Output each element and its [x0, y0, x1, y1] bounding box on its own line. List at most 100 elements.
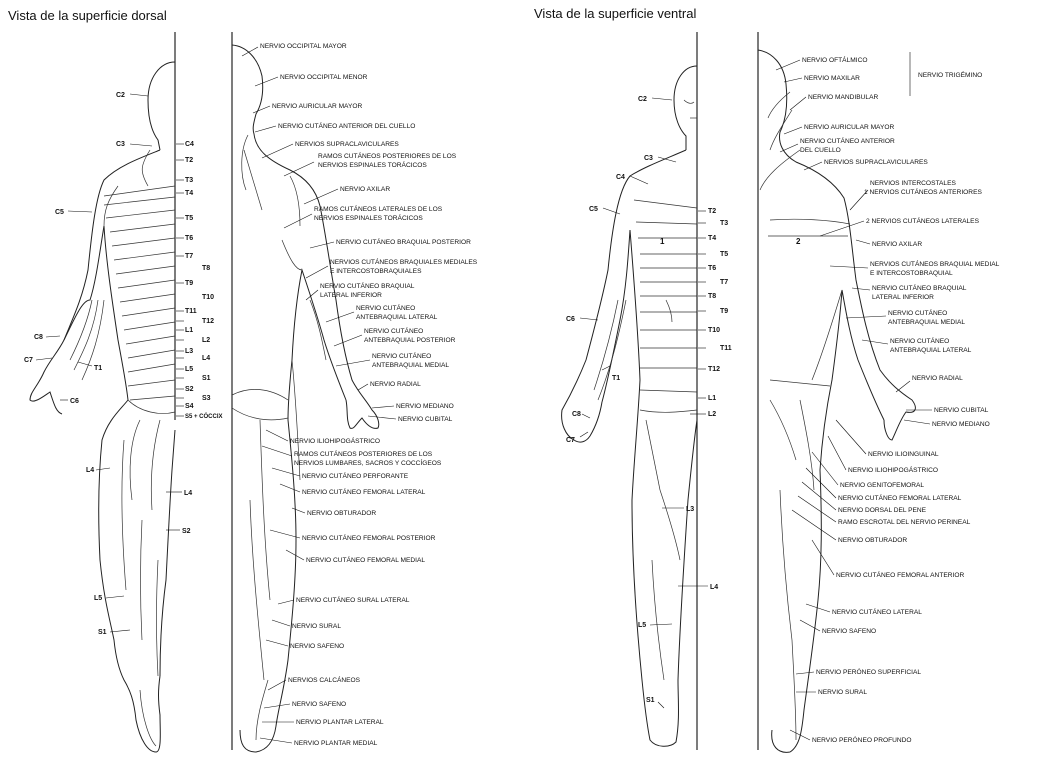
- dorsal-dermatome-label: C2: [116, 92, 125, 99]
- dorsal-body-outline: [30, 32, 232, 752]
- dorsal-dermatome-label: C4: [185, 141, 194, 148]
- dorsal-nerve-label: NERVIO OCCIPITAL MENOR: [280, 74, 368, 81]
- ventral-nerve-label: NERVIO ILIOHIPOGÁSTRICO: [848, 465, 938, 474]
- dorsal-dermatome-label: S4: [185, 403, 194, 410]
- dorsal-nerve-label: NERVIOS CUTÁNEOS BRAQUIALES MEDIALES: [330, 257, 478, 266]
- dorsal-nerve-label: NERVIOS ESPINALES TORÁCICOS: [318, 160, 427, 169]
- ventral-dermatome-label: C5: [589, 206, 598, 213]
- dorsal-dermatome-label: C7: [24, 357, 33, 364]
- dorsal-nerve-label: NERVIO PLANTAR LATERAL: [296, 719, 384, 726]
- dorsal-nerve-label: LATERAL INFERIOR: [320, 292, 382, 299]
- dorsal-nerve-label: NERVIO CUTÁNEO: [364, 326, 423, 335]
- ventral-nerve-label: NERVIO SAFENO: [822, 628, 876, 635]
- dorsal-nerve-label: NERVIO CUTÁNEO BRAQUIAL: [320, 281, 415, 290]
- ventral-dermatome-label: T10: [708, 327, 720, 334]
- ventral-dermatome-label: T11: [720, 345, 732, 352]
- dorsal-leader-lines: [242, 47, 396, 743]
- dorsal-nerve-label: NERVIOS LUMBARES, SACROS Y COCCÍGEOS: [294, 458, 442, 467]
- ventral-markers: 1 2: [660, 237, 801, 246]
- dorsal-dermatome-label: C6: [70, 398, 79, 405]
- ventral-nerve-label: NERVIO AURICULAR MAYOR: [804, 124, 894, 131]
- dorsal-dermatome-label: C8: [34, 334, 43, 341]
- dorsal-nerve-label: NERVIO AURICULAR MAYOR: [272, 103, 362, 110]
- ventral-nerve-label: NERVIO ILIOINGUINAL: [868, 451, 939, 458]
- ventral-nerve-label: NERVIO TRIGÉMINO: [918, 70, 982, 79]
- ventral-dermatome-label: T5: [720, 251, 728, 258]
- ventral-nerve-label: ANTEBRAQUIAL LATERAL: [890, 347, 972, 354]
- dorsal-dermatome-label: L5: [185, 366, 193, 373]
- dorsal-dermatome-label: T10: [202, 294, 214, 301]
- ventral-dermatome-label: L1: [708, 395, 716, 402]
- ventral-leader-lines: [776, 52, 932, 740]
- ventral-dermatome-label: T1: [612, 375, 620, 382]
- dorsal-nerve-labels: NERVIO OCCIPITAL MAYOR NERVIO OCCIPITAL …: [260, 43, 478, 747]
- dorsal-nerve-label: ANTEBRAQUIAL LATERAL: [356, 314, 438, 321]
- ventral-nerve-label: NERVIO CUTÁNEO: [888, 308, 947, 317]
- ventral-nerve-label: NERVIO OBTURADOR: [838, 537, 907, 544]
- ventral-nerve-label: NERVIO GENITOFEMORAL: [840, 482, 924, 489]
- ventral-nerve-label: NERVIO OFTÁLMICO: [802, 55, 867, 64]
- dorsal-nerve-label: ANTEBRAQUIAL POSTERIOR: [364, 337, 456, 344]
- ventral-nerve-label: NERVIO MEDIANO: [932, 421, 990, 428]
- ventral-nerve-label: NERVIO CUBITAL: [934, 407, 989, 414]
- ventral-nerve-label: NERVIO AXILAR: [872, 241, 922, 248]
- dorsal-dermatome-label: T3: [185, 177, 193, 184]
- dorsal-nerve-label: NERVIO SAFENO: [292, 701, 346, 708]
- ventral-nerve-label: NERVIO CUTÁNEO ANTERIOR: [800, 136, 895, 145]
- dorsal-nerve-label: NERVIO SURAL: [292, 623, 341, 630]
- dorsal-dermatome-label: L4: [184, 490, 192, 497]
- dorsal-dermatome-label: T4: [185, 190, 193, 197]
- ventral-dermatome-label: C6: [566, 316, 575, 323]
- dorsal-nerve-label: RAMOS CUTÁNEOS POSTERIORES DE LOS: [294, 449, 433, 458]
- dorsal-dermatome-label: S2: [185, 386, 194, 393]
- dorsal-nerve-label: NERVIO OBTURADOR: [307, 510, 376, 517]
- dorsal-nerve-label: NERVIO CUTÁNEO FEMORAL POSTERIOR: [302, 533, 436, 542]
- dorsal-dermatome-label: L3: [185, 348, 193, 355]
- dorsal-nerve-label: NERVIO CUTÁNEO BRAQUIAL POSTERIOR: [336, 237, 471, 246]
- ventral-nerve-label: NERVIO CUTÁNEO FEMORAL ANTERIOR: [836, 570, 964, 579]
- dorsal-nerve-label: E INTERCOSTOBRAQUIALES: [330, 268, 422, 275]
- ventral-nerve-label: NERVIOS CUTÁNEOS BRAQUIAL MEDIAL: [870, 259, 1000, 268]
- dorsal-nerve-label: NERVIO CUTÁNEO SURAL LATERAL: [296, 595, 410, 604]
- dorsal-nerve-label: NERVIO OCCIPITAL MAYOR: [260, 43, 347, 50]
- ventral-nerve-label: NERVIO CUTÁNEO BRAQUIAL: [872, 283, 967, 292]
- ventral-dermatome-label: S1: [646, 697, 655, 704]
- dorsal-nerve-label: NERVIO CUTÁNEO FEMORAL MEDIAL: [306, 555, 425, 564]
- dorsal-dermatome-label: T2: [185, 157, 193, 164]
- dorsal-dermatome-label: L1: [185, 327, 193, 334]
- dorsal-nerve-label: NERVIOS CALCÁNEOS: [288, 675, 361, 684]
- ventral-nerve-label: LATERAL INFERIOR: [872, 294, 934, 301]
- ventral-dermatome-label: T4: [708, 235, 716, 242]
- ventral-dermatome-label: L4: [710, 584, 718, 591]
- ventral-dermatome-label: T8: [708, 293, 716, 300]
- dorsal-nerve-label: NERVIO CUTÁNEO: [372, 351, 431, 360]
- ventral-dermatome-labels: C2 C3 C4 C5 T2 T3 T4 T5 T6 T7 T8 T9 C6 T…: [566, 96, 732, 704]
- dorsal-dermatome-label: L4: [202, 355, 210, 362]
- dorsal-nerve-label: NERVIOS ESPINALES TORÁCICOS: [314, 213, 423, 222]
- dorsal-nerve-label: NERVIO SAFENO: [290, 643, 344, 650]
- dorsal-dermatome-label: T5: [185, 215, 193, 222]
- dorsal-dermatome-label: L5: [94, 595, 102, 602]
- ventral-nerve-label: NERVIOS INTERCOSTALES: [870, 180, 956, 187]
- ventral-dermatome-label: T6: [708, 265, 716, 272]
- ventral-nerve-label: 1 NERVIOS CUTÁNEOS ANTERIORES: [864, 187, 982, 196]
- dorsal-dermatome-label: T9: [185, 280, 193, 287]
- ventral-dermatome-label: T2: [708, 208, 716, 215]
- dorsal-dermatome-label: T7: [185, 253, 193, 260]
- ventral-dermatome-label: L2: [708, 411, 716, 418]
- ventral-nerve-label: ANTEBRAQUIAL MEDIAL: [888, 319, 965, 326]
- ventral-nerve-label: DEL CUELLO: [800, 147, 841, 154]
- ventral-nerve-label: NERVIO PERÓNEO PROFUNDO: [812, 735, 912, 744]
- dorsal-dermatome-label: T6: [185, 235, 193, 242]
- dorsal-dermatome-label: T1: [94, 365, 102, 372]
- ventral-nerve-label: E INTERCOSTOBRAQUIAL: [870, 270, 953, 277]
- dorsal-nerve-label: RAMOS CUTÁNEOS LATERALES DE LOS: [314, 204, 443, 213]
- ventral-nerve-label: NERVIO MANDIBULAR: [808, 94, 878, 101]
- dorsal-nerve-label: NERVIO MEDIANO: [396, 403, 454, 410]
- dorsal-dermatome-label: S2: [182, 528, 191, 535]
- ventral-nerve-label: NERVIO CUTÁNEO LATERAL: [832, 607, 922, 616]
- dorsal-dermatome-label: T11: [185, 308, 197, 315]
- dorsal-nerve-label: NERVIO CUTÁNEO PERFORANTE: [302, 471, 409, 480]
- dorsal-nerve-label: NERVIO ILIOHIPOGÁSTRICO: [290, 436, 380, 445]
